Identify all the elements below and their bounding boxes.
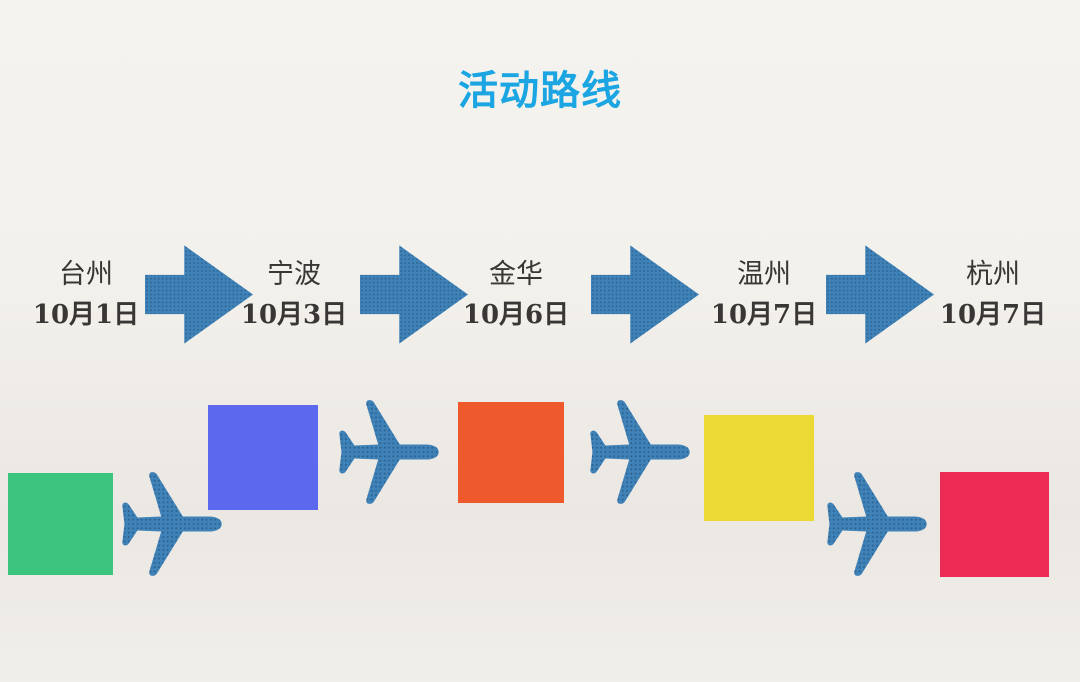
airplane-icon xyxy=(823,470,931,578)
city-name: 金华 xyxy=(489,259,543,290)
stop-square-hangzhou xyxy=(940,472,1049,577)
airplane-icon xyxy=(586,398,694,506)
airplane-icon xyxy=(118,470,226,578)
date: 10月1日 xyxy=(32,300,140,330)
date: 10月3日 xyxy=(240,300,348,330)
stop-label-ningbo: 宁波 10月3日 xyxy=(224,255,364,335)
stop-label-jinhua: 金华 10月6日 xyxy=(446,255,586,335)
date: 10月6日 xyxy=(462,300,570,330)
stop-square-jinhua xyxy=(458,402,564,503)
date: 10月7日 xyxy=(710,300,818,330)
airplane-icon xyxy=(335,398,443,506)
city-name: 温州 xyxy=(737,259,791,290)
right-arrow-icon xyxy=(360,243,468,346)
stop-label-hangzhou: 杭州 10月7日 xyxy=(923,255,1063,335)
stop-label-taizhou: 台州 10月1日 xyxy=(16,255,156,335)
stop-square-taizhou xyxy=(8,473,113,575)
stop-square-ningbo xyxy=(208,405,318,510)
date: 10月7日 xyxy=(939,300,1047,330)
city-name: 台州 xyxy=(59,259,113,290)
right-arrow-icon xyxy=(591,243,699,346)
city-name: 杭州 xyxy=(966,259,1020,290)
right-arrow-icon xyxy=(145,243,253,346)
stop-square-wenzhou xyxy=(704,415,814,521)
right-arrow-icon xyxy=(826,243,934,346)
page-title: 活动路线 xyxy=(458,68,622,114)
stop-label-wenzhou: 温州 10月7日 xyxy=(694,255,834,335)
city-name: 宁波 xyxy=(267,259,321,290)
